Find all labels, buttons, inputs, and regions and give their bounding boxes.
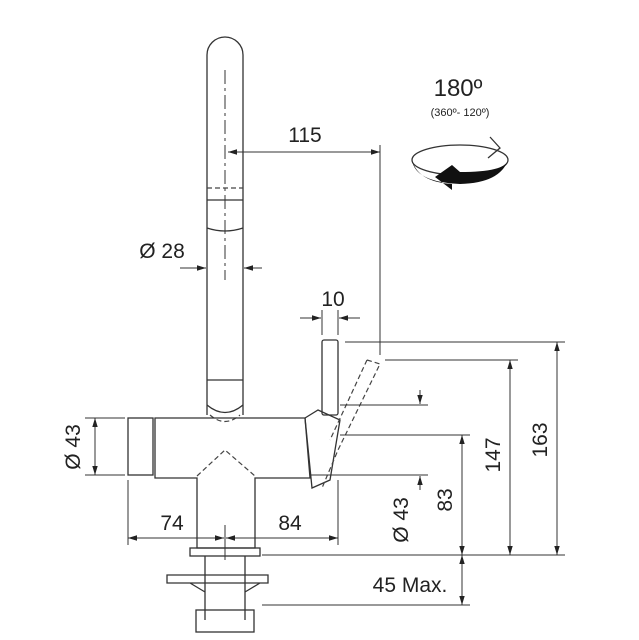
body-diameter-left-label: Ø 43 — [62, 424, 85, 470]
total-height-label: 163 — [529, 422, 552, 457]
rotation-range-label: (360º- 120º) — [431, 107, 490, 119]
end-cap — [127, 417, 154, 476]
lever — [321, 339, 339, 416]
right-length-label: 84 — [278, 512, 302, 535]
reach-label: 115 — [288, 124, 321, 147]
dimension-lines — [92, 149, 560, 605]
extension-lines — [85, 145, 565, 606]
lever-width-label: 10 — [321, 288, 344, 311]
spout-diameter-label: Ø 28 — [139, 240, 185, 263]
max-thickness-label: 45 Max. — [373, 574, 448, 597]
faucet-outline — [127, 36, 381, 633]
body-diameter-right-label: Ø 43 — [390, 497, 413, 543]
left-length-label: 74 — [160, 512, 184, 535]
lever-height-label: 147 — [482, 437, 505, 472]
body-height-label: 83 — [434, 488, 457, 511]
spout — [206, 36, 244, 415]
rotation-angle-label: 180º — [434, 75, 483, 102]
rotation-arrow-icon — [411, 136, 509, 190]
